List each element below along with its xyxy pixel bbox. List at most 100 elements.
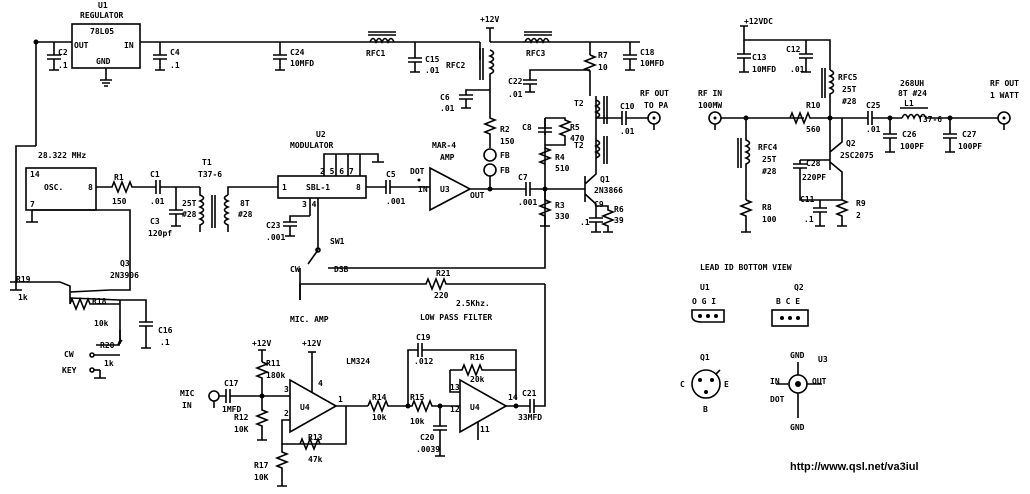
r9-value: 2 (856, 211, 861, 220)
u4a-part: LM324 (346, 357, 370, 366)
capacitor-c18: C18 10MFD (623, 42, 664, 71)
inductor-rfc3: RFC3 (524, 31, 552, 58)
c16-ref: C16 (158, 326, 173, 335)
c22-value: .01 (508, 90, 523, 99)
r12-value: 10K (234, 425, 249, 434)
rfin-line2: 100MW (698, 101, 722, 110)
c27-value: 100PF (958, 142, 982, 151)
c2-ref: C2 (58, 48, 68, 57)
r14-value: 10k (372, 413, 387, 422)
t2a-ref: T2 (574, 99, 584, 108)
lpf-line2: LOW PASS FILTER (420, 313, 492, 322)
rfin-line1: RF IN (698, 89, 722, 98)
lpf-line1: 2.5Khz. (456, 299, 490, 308)
u1-ref: U1 (98, 1, 108, 10)
u4a-ref: U4 (300, 403, 310, 412)
r10-value: 560 (806, 125, 821, 134)
inductor-rfc4: RFC4 25T #28 (737, 118, 777, 200)
u2-pin8: 8 (356, 183, 361, 192)
inductor-rfc5: RFC5 25T #28 (821, 68, 857, 118)
fb2-label: FB (500, 166, 510, 175)
capacitor-c5: C5 .001 (366, 170, 430, 206)
c5-ref: C5 (386, 170, 396, 179)
u3-label2: AMP (440, 153, 455, 162)
u1-part: 78L05 (90, 27, 114, 36)
capacitor-c17: C17 1MFD (219, 379, 290, 414)
transformer-t2: T2 T2 (574, 96, 620, 164)
supply-12v-top: +12V (480, 15, 499, 42)
lead-u3-dot: DOT (770, 395, 785, 404)
lead-id-section: LEAD ID BOTTOM VIEW U1 O G I Q2 B C E Q1… (680, 263, 828, 432)
capacitor-c11: C11 .1 (800, 195, 827, 227)
r2-ref: R2 (500, 125, 510, 134)
resistor-r11: R11 180k (254, 359, 285, 396)
c19-value: .012 (414, 357, 433, 366)
resistor-r10: R10 560 (789, 101, 830, 134)
r15-value: 10k (410, 417, 425, 426)
r16-value: 20k (470, 375, 485, 384)
c5-value: .001 (386, 197, 405, 206)
rfc4-wire: #28 (762, 167, 777, 176)
sw1-dsb: DSB (334, 265, 349, 274)
pa-supply-label: +12VDC (744, 17, 773, 26)
inductor-rfc2: RFC2 (446, 48, 495, 90)
c26-value: 100PF (900, 142, 924, 151)
l1-ref: L1 (904, 99, 914, 108)
u1-pin-out: OUT (74, 41, 89, 50)
ferrite-beads: FB FB (483, 148, 510, 190)
r18-ref: R18 (92, 297, 107, 306)
r11-ref: R11 (266, 359, 281, 368)
cw-label: CW (64, 350, 74, 359)
rfc5-ref: RFC5 (838, 73, 857, 82)
r18-value: 10k (94, 319, 109, 328)
capacitor-c21: C21 33MFD (518, 284, 546, 422)
lead-q1-e: E (724, 380, 729, 389)
r15-ref: R15 (410, 393, 425, 402)
capacitor-c25: C25 .01 (830, 101, 902, 134)
r19-value: 1k (18, 293, 28, 302)
c24-value: 10MFD (290, 59, 314, 68)
rfout2-line2: 1 WATT (990, 91, 1019, 100)
c9-ref: C9 (594, 200, 604, 209)
r20-ref: R20 (100, 341, 115, 350)
resistor-r3: R3 330 (537, 199, 570, 227)
opamp-u4b: U4 13 12 14 11 (450, 378, 526, 440)
r5-ref: R5 (570, 123, 580, 132)
u2-ref: U2 (316, 130, 326, 139)
u3-pin-out: OUT (470, 191, 485, 200)
c13-value: 10MFD (752, 65, 776, 74)
r6-ref: R6 (614, 205, 624, 214)
r17-value: 10K (254, 473, 269, 482)
resistor-r9: R9 2 (834, 199, 866, 227)
c20-ref: C20 (420, 433, 435, 442)
c3-value: 120pf (148, 229, 172, 238)
resistor-r8: R8 100 (738, 199, 777, 233)
opamp-u4a: U4 3 2 4 1 LM324 (281, 352, 370, 445)
lead-u3-out: OUT (812, 377, 827, 386)
resistor-r14: R14 10k (367, 393, 410, 422)
sw1-ref: SW1 (330, 237, 345, 246)
resistor-r20: R20 1k (96, 300, 123, 368)
r4-ref: R4 (555, 153, 565, 162)
c21-value: 33MFD (518, 413, 542, 422)
c28-value: 220PF (802, 173, 826, 182)
r1-ref: R1 (114, 173, 124, 182)
l1-core: T37-6 (918, 115, 942, 124)
u1-name: REGULATOR (80, 11, 124, 20)
lead-q1: Q1 (700, 353, 710, 362)
r2-value: 150 (500, 137, 515, 146)
r21-ref: R21 (436, 269, 451, 278)
c10-ref: C10 (620, 102, 635, 111)
r13-ref: R13 (308, 433, 323, 442)
resistor-r19: R19 1k (16, 275, 31, 302)
rfc3-ref: RFC3 (526, 49, 545, 58)
q3-ref: Q3 (120, 259, 130, 268)
osc-label: OSC. (44, 183, 63, 192)
pa-supply: +12VDC (740, 17, 831, 70)
r12-ref: R12 (234, 413, 249, 422)
c15-value: .01 (425, 66, 440, 75)
c1-value: .01 (150, 197, 165, 206)
c11-ref: C11 (800, 195, 815, 204)
r3-ref: R3 (555, 201, 565, 210)
